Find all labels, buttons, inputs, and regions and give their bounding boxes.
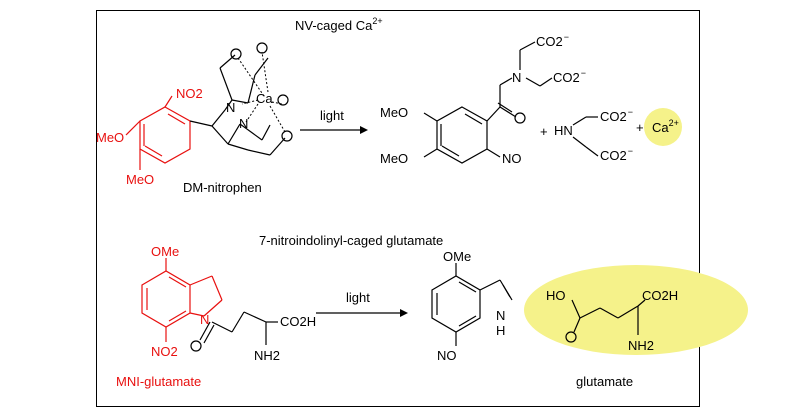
glutamate-structure [565, 299, 646, 343]
prod-no-label: NO [502, 151, 522, 166]
prod-meo1-label: MeO [380, 105, 408, 120]
mni-n-label: N [200, 312, 209, 327]
dm-no2-label: NO2 [176, 86, 203, 101]
mni-glutamate-name: MNI-glutamate [116, 374, 201, 389]
top-arrow-label: light [320, 108, 344, 123]
mni-co2h-label: CO2H [280, 314, 316, 329]
plus-2: + [636, 120, 644, 135]
glutamate-name: glutamate [576, 374, 633, 389]
top-arrowhead [360, 126, 368, 134]
indole-ome-label: OMe [443, 249, 471, 264]
iminodiacetate-structure [572, 116, 599, 157]
hn-label: HN [554, 123, 573, 138]
glutamate-nh2-label: NH2 [628, 338, 654, 353]
co2-4-label: CO2− [600, 146, 633, 163]
dm-ca-label: Ca [256, 91, 273, 106]
dm-n2-label: N [239, 116, 248, 131]
bottom-arrow-label: light [346, 290, 370, 305]
prod-n-label: N [512, 70, 521, 85]
figure-frame [96, 10, 700, 407]
co2-3-label: CO2− [600, 107, 633, 124]
indole-no-label: NO [437, 348, 457, 363]
prod-meo2-label: MeO [380, 151, 408, 166]
prod-co2-1-label: CO2− [536, 32, 569, 49]
mni-no2-label: NO2 [151, 344, 178, 359]
plus-1: + [540, 124, 548, 139]
dm-nitrophen-name: DM-nitrophen [183, 180, 262, 195]
nitroso-ketone-structure [423, 41, 553, 164]
dm-meo1-label: MeO [96, 130, 124, 145]
bottom-arrowhead [400, 309, 408, 317]
dm-n1-label: N [226, 100, 235, 115]
dm-benzene-ring [139, 106, 191, 164]
dm-nitrophen-structure [125, 42, 293, 170]
ca-ion-label: Ca2+ [652, 118, 679, 135]
glutamate-ho-label: HO [546, 288, 566, 303]
mni-ome-label: OMe [151, 244, 179, 259]
top-title: NV-caged Ca2+ [295, 16, 383, 33]
dm-meo2-label: MeO [126, 172, 154, 187]
ca-ion-highlight [644, 108, 682, 146]
product-benzene-ring [436, 106, 488, 164]
prod-co2-2-label: CO2− [553, 68, 586, 85]
bottom-title: 7-nitroindolinyl-caged glutamate [259, 233, 443, 248]
indole-h-label: H [496, 323, 505, 338]
indole-n-label: N [496, 308, 505, 323]
glutamate-co2h-label: CO2H [642, 288, 678, 303]
mni-glutamate-structure [141, 258, 278, 352]
mni-benzene-ring [141, 270, 191, 328]
nitrosoindole-structure [431, 263, 513, 346]
mni-nh2-label: NH2 [254, 348, 280, 363]
indole-benzene-ring [431, 275, 481, 333]
glutamate-highlight [524, 265, 748, 355]
